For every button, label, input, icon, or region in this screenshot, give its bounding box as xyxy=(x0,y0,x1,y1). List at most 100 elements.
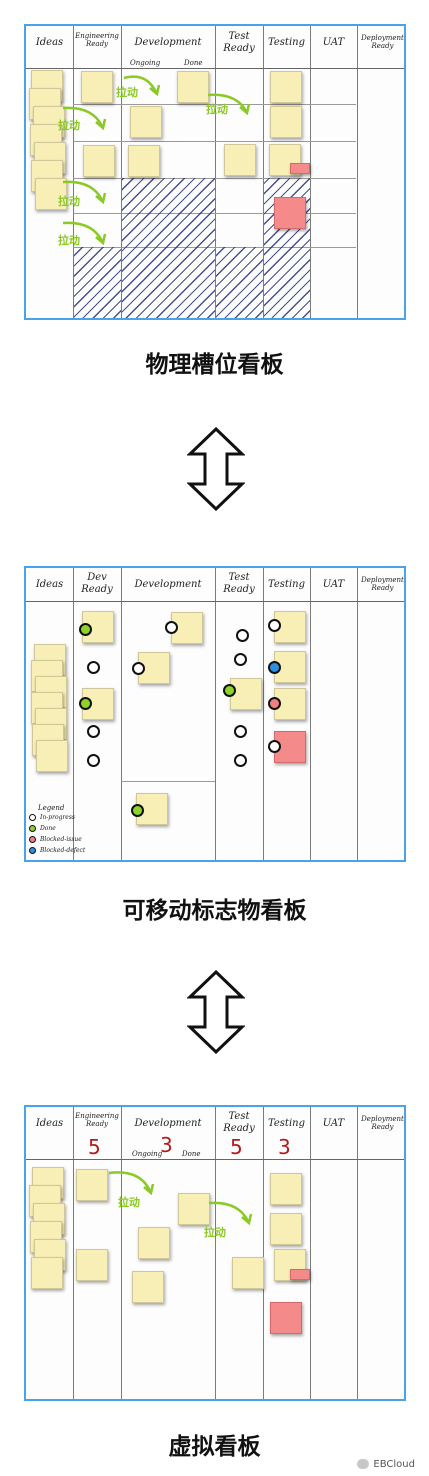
blocked-sticky-note xyxy=(290,163,310,174)
header-uat: UAT xyxy=(322,1118,345,1129)
sticky-note xyxy=(270,1173,302,1205)
sticky-note xyxy=(36,740,68,772)
double-arrow-icon xyxy=(187,427,245,511)
header-development: Development xyxy=(134,579,202,590)
subheader-ongoing: Ongoing xyxy=(130,59,161,67)
in-progress-token xyxy=(87,725,100,738)
header-ideas: Ideas xyxy=(35,37,64,48)
pull-arrow-icon xyxy=(207,93,251,116)
watermark: EBCloud xyxy=(357,1459,415,1470)
blocked-defect-token xyxy=(268,661,281,674)
in-progress-token xyxy=(165,621,178,634)
sticky-note xyxy=(31,1257,63,1289)
sticky-note xyxy=(81,71,113,103)
header-ideas: Ideas xyxy=(35,579,64,590)
sticky-note xyxy=(83,145,115,177)
header-uat: UAT xyxy=(322,579,345,590)
subheader-done: Done xyxy=(184,59,203,67)
double-arrow-icon xyxy=(187,970,245,1054)
pull-label: 拉动 xyxy=(118,1196,140,1209)
wip-limit-development: 3 xyxy=(160,1133,173,1157)
pull-label: 拉动 xyxy=(58,195,80,208)
in-progress-token xyxy=(236,629,249,642)
sticky-note xyxy=(270,71,302,103)
legend-item: Blocked-defect xyxy=(40,847,86,854)
pull-label: 拉动 xyxy=(58,119,80,132)
caption-virtual: 虚拟看板 xyxy=(168,1434,261,1460)
done-token xyxy=(223,684,236,697)
in-progress-token xyxy=(234,754,247,767)
sticky-note xyxy=(230,678,262,710)
header-engineering-ready: Engineering Ready xyxy=(75,32,119,49)
subheader-done: Done xyxy=(182,1150,201,1158)
pull-label: 拉动 xyxy=(116,86,138,99)
header-test-ready: Test Ready xyxy=(223,572,255,595)
pull-label: 拉动 xyxy=(206,103,228,116)
pull-arrow-icon xyxy=(62,221,107,246)
sticky-note xyxy=(270,1213,302,1245)
header-deployment-ready: Deployment Ready xyxy=(361,1115,404,1132)
physical-slot-board: Ideas Engineering Ready Development Ongo… xyxy=(24,24,406,320)
header-development: Development xyxy=(134,1118,202,1129)
done-token xyxy=(79,697,92,710)
header-testing: Testing xyxy=(267,1118,305,1129)
header-test-ready: Test Ready xyxy=(223,31,255,54)
wechat-icon xyxy=(357,1459,370,1469)
wip-limit-testing: 3 xyxy=(278,1135,291,1159)
pull-arrow-icon xyxy=(108,1171,155,1196)
legend-item: In-progress xyxy=(40,814,76,821)
in-progress-token xyxy=(132,662,145,675)
pull-label: 拉动 xyxy=(204,1226,226,1239)
legend-item: Done xyxy=(40,825,56,832)
in-progress-token xyxy=(268,619,281,632)
sticky-note xyxy=(138,1227,170,1259)
unavailable-slots-development xyxy=(122,178,215,318)
header-testing: Testing xyxy=(267,579,305,590)
in-progress-token xyxy=(234,653,247,666)
sticky-note xyxy=(128,145,160,177)
unavailable-slots-engineering xyxy=(74,247,121,318)
blocked-sticky-note xyxy=(290,1269,310,1280)
header-development: Development xyxy=(134,37,202,48)
movable-token-board: Ideas Dev Ready Development Test Ready T… xyxy=(24,566,406,862)
blocked-issue-token xyxy=(268,697,281,710)
sticky-note xyxy=(224,144,256,176)
in-progress-token xyxy=(234,725,247,738)
blocked-sticky-note xyxy=(274,197,306,229)
done-token xyxy=(131,804,144,817)
pull-arrow-icon xyxy=(62,180,107,205)
header-engineering-ready: Engineering Ready xyxy=(75,1112,119,1129)
done-token xyxy=(79,623,92,636)
header-dev-ready: Dev Ready xyxy=(81,572,113,595)
in-progress-token xyxy=(268,740,281,753)
sticky-note xyxy=(130,106,162,138)
sticky-note xyxy=(177,71,209,103)
header-ideas: Ideas xyxy=(35,1118,64,1129)
header-uat: UAT xyxy=(322,37,345,48)
in-progress-token xyxy=(87,661,100,674)
sticky-note xyxy=(178,1193,210,1225)
pull-arrow-icon xyxy=(62,106,107,131)
caption-physical: 物理槽位看板 xyxy=(145,352,284,378)
legend-item: Blocked-issue xyxy=(40,836,82,843)
pull-arrow-icon xyxy=(123,75,161,97)
sticky-note xyxy=(76,1169,108,1201)
unavailable-slots-test-ready xyxy=(216,247,263,318)
header-testing: Testing xyxy=(267,37,305,48)
in-progress-token xyxy=(87,754,100,767)
wip-limit-test-ready: 5 xyxy=(230,1135,243,1159)
header-deployment-ready: Deployment Ready xyxy=(361,34,404,51)
header-test-ready: Test Ready xyxy=(223,1111,255,1134)
wip-limit-engineering-ready: 5 xyxy=(88,1135,101,1159)
caption-movable: 可移动标志物看板 xyxy=(122,898,307,924)
sticky-note xyxy=(132,1271,164,1303)
sticky-note xyxy=(35,178,67,210)
sticky-note xyxy=(232,1257,264,1289)
pull-arrow-icon xyxy=(208,1201,253,1226)
blocked-sticky-note xyxy=(270,1302,302,1334)
legend-title: Legend xyxy=(38,804,65,812)
virtual-board: Ideas Engineering Ready Development Ongo… xyxy=(24,1105,406,1401)
pull-label: 拉动 xyxy=(58,234,80,247)
sticky-note xyxy=(270,106,302,138)
sticky-note xyxy=(76,1249,108,1281)
